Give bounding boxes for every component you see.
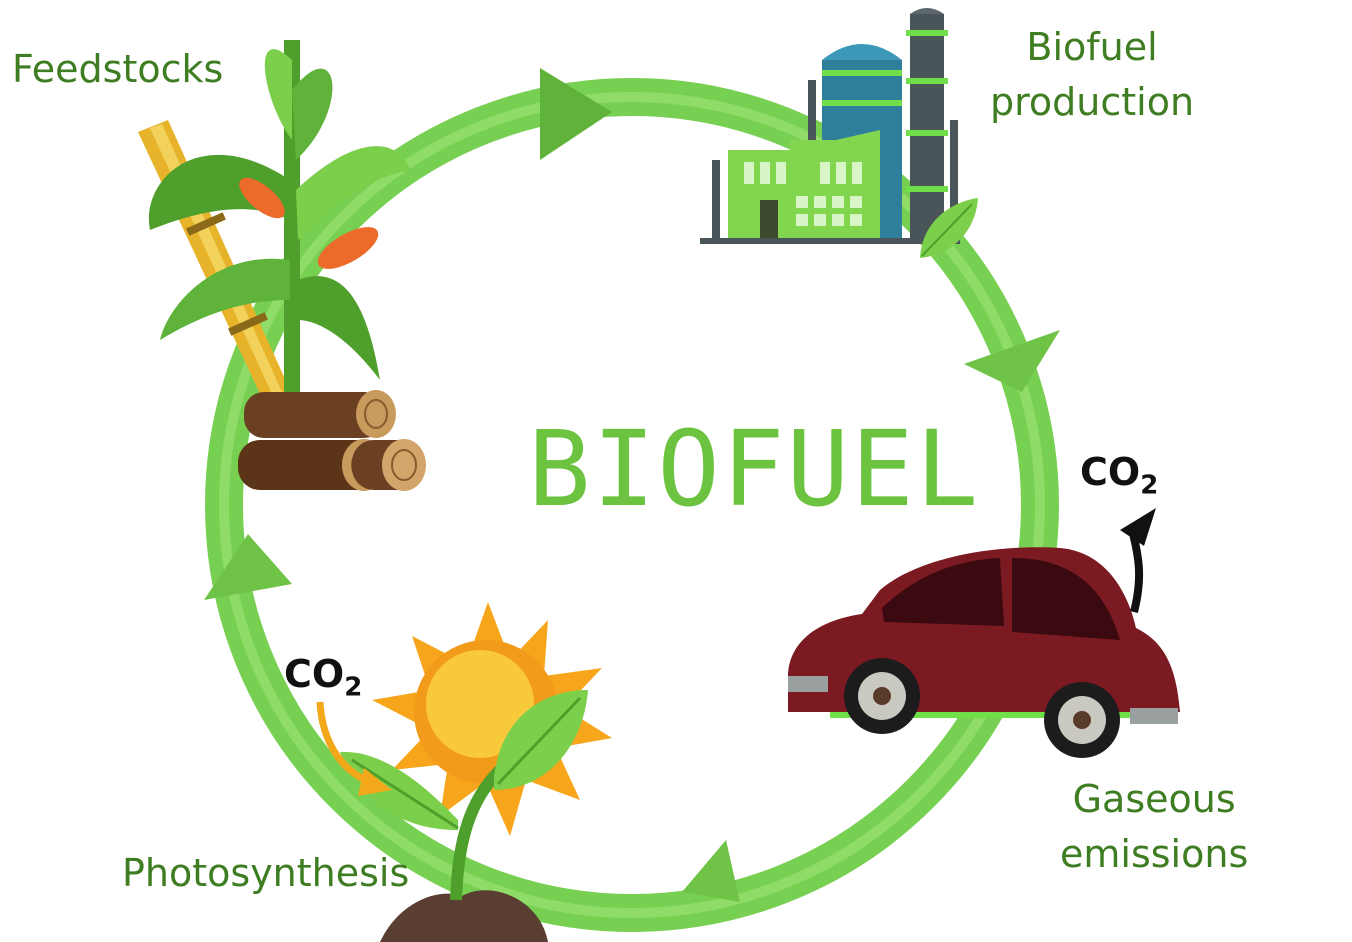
exhaust-arrow-icon <box>1128 528 1144 613</box>
car-icon <box>788 547 1180 758</box>
cycle-arrow-top <box>540 68 612 160</box>
photosynthesis-label: Photosynthesis <box>122 846 409 901</box>
biofuel-factory-icon <box>700 8 978 258</box>
co2-absorption-sub: 2 <box>344 672 363 703</box>
production-line2: production <box>990 80 1195 125</box>
co2-absorption-arrowhead-icon <box>358 768 392 796</box>
gaseous-emissions-label: Gaseous emissions <box>1060 772 1248 882</box>
cycle-ring-highlight <box>219 92 1045 918</box>
co2-emission-main: CO <box>1080 450 1141 494</box>
feedstocks-label: Feedstocks <box>12 42 223 97</box>
cycle-arrow-bottom <box>682 840 740 902</box>
production-line1: Biofuel <box>1026 25 1158 69</box>
co2-absorption-main: CO <box>284 652 345 696</box>
feedstocks-plant-icon <box>138 40 426 491</box>
center-title: BIOFUEL <box>528 408 981 530</box>
biofuel-production-label: Biofuel production <box>990 20 1194 130</box>
feedstocks-text: Feedstocks <box>12 47 224 91</box>
co2-emission-label: CO2 <box>1080 450 1158 501</box>
co2-absorption-label: CO2 <box>284 652 362 703</box>
co2-emission-sub: 2 <box>1140 470 1159 501</box>
co2-absorption-arrow-icon <box>316 701 372 786</box>
sun-icon <box>372 602 612 836</box>
photosynthesis-text: Photosynthesis <box>122 851 410 895</box>
emissions-line1: Gaseous <box>1072 777 1236 821</box>
cycle-arrow-left <box>204 534 292 600</box>
cycle-arrow-right <box>964 330 1060 392</box>
emissions-line2: emissions <box>1060 832 1249 877</box>
sprout-icon <box>340 690 588 942</box>
exhaust-arrowhead-icon <box>1120 508 1156 546</box>
